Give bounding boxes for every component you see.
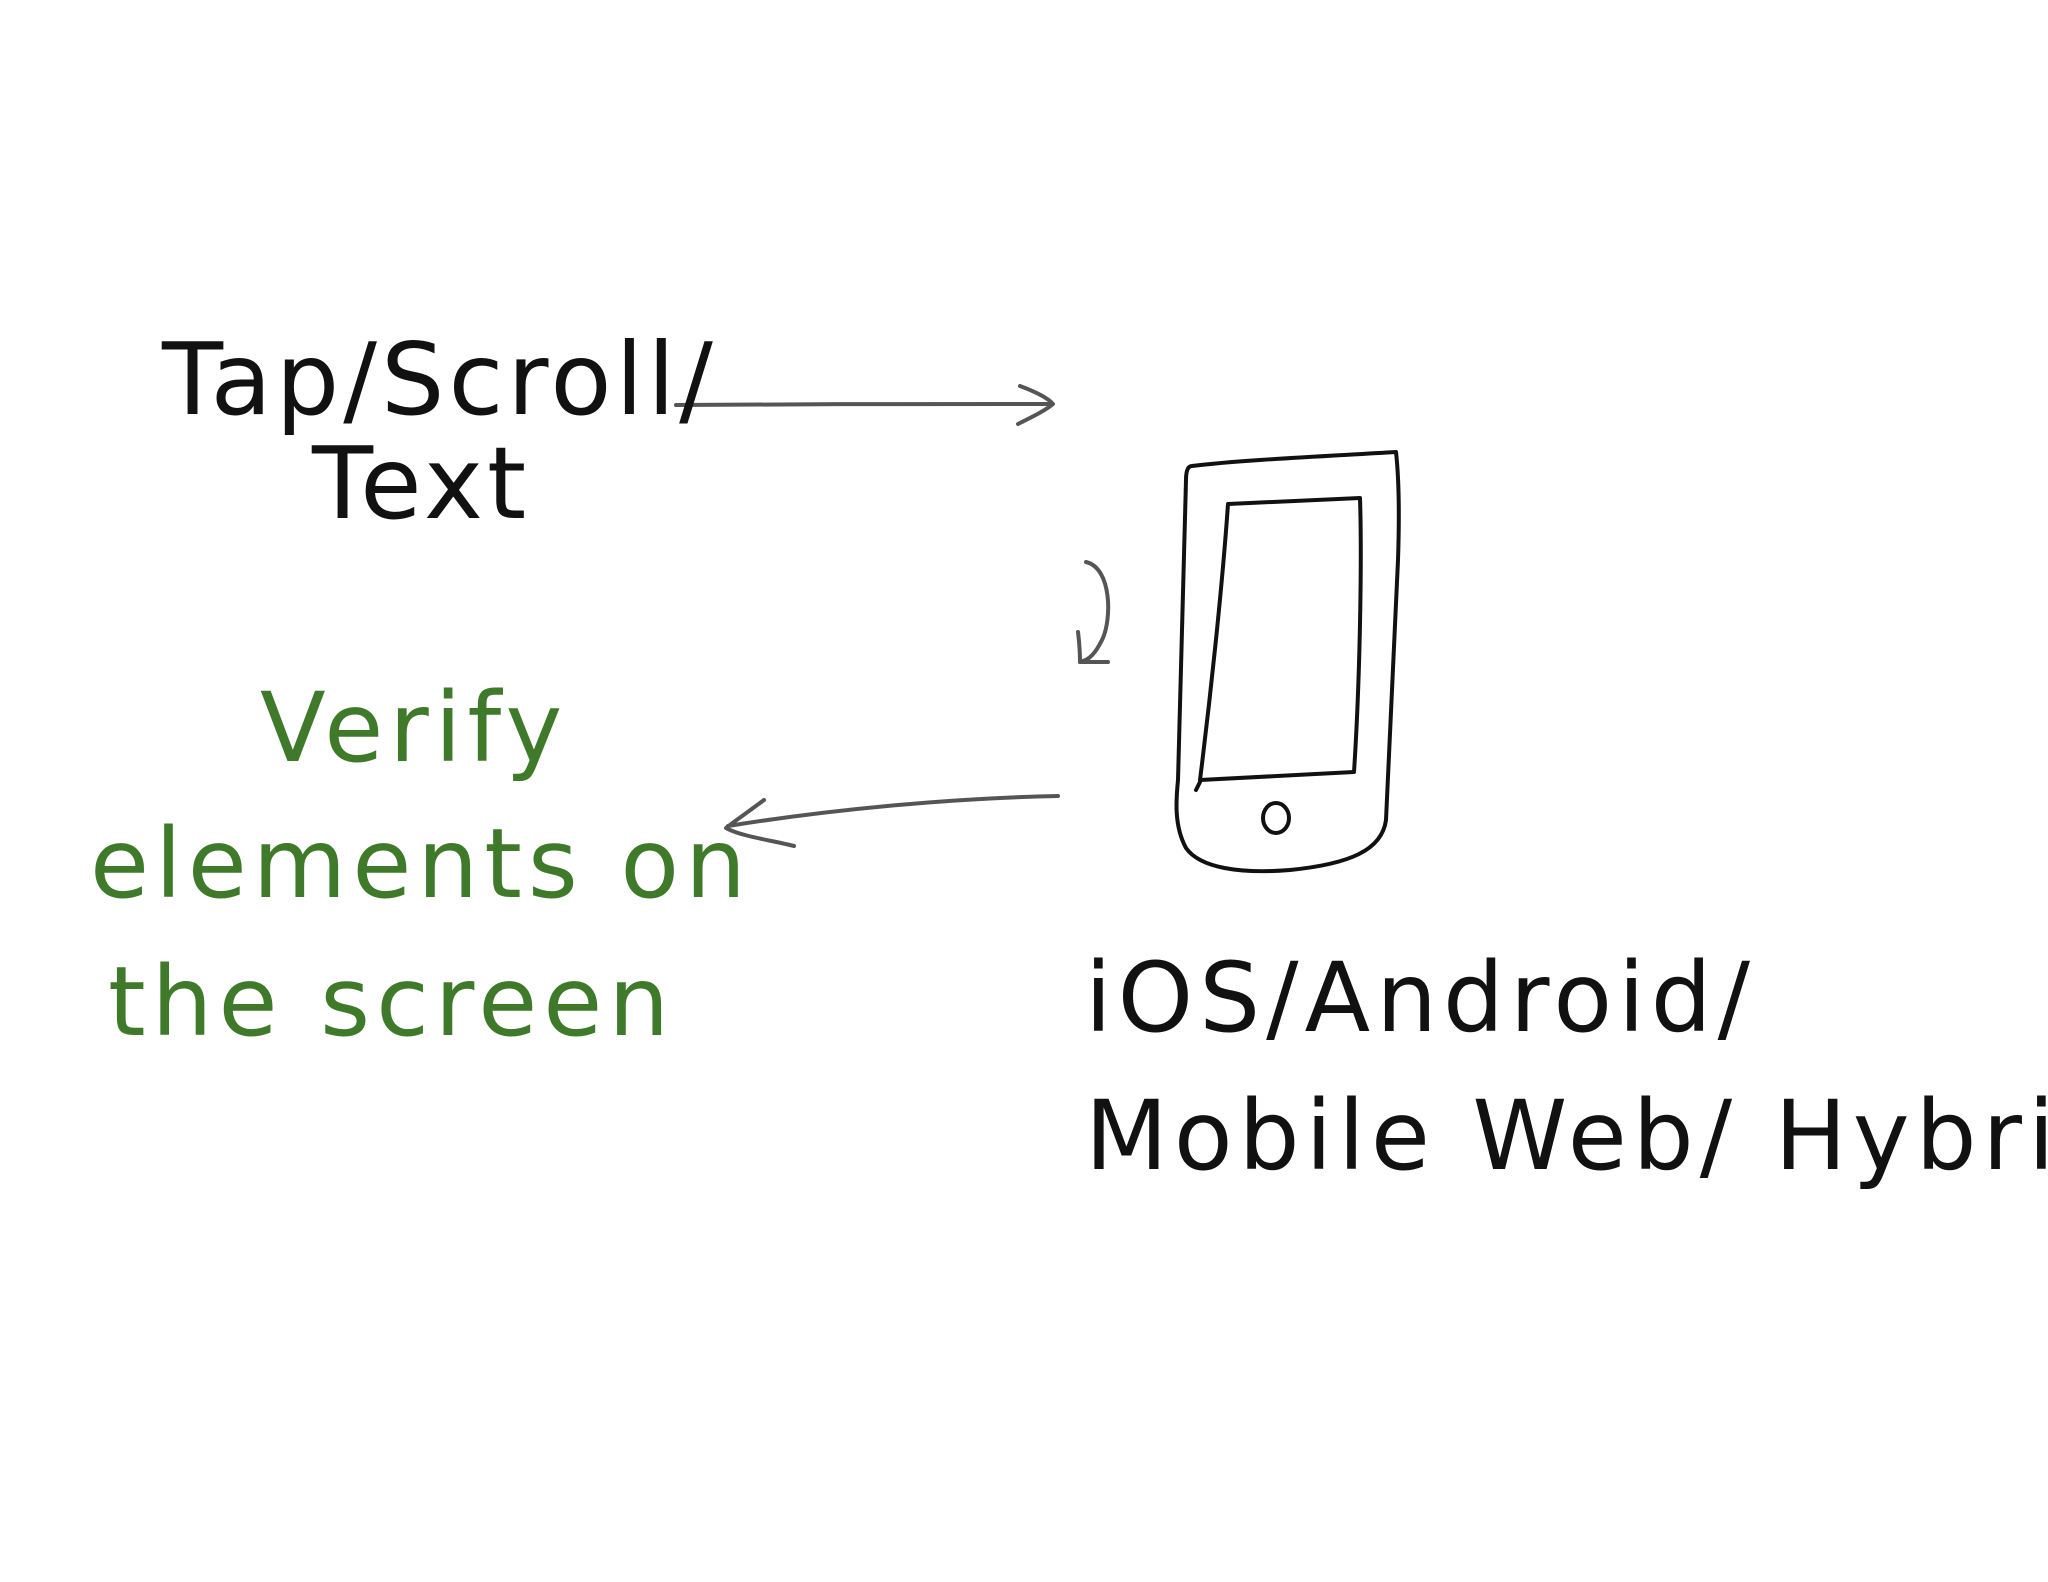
verify-label-line3: the screen: [108, 946, 676, 1058]
processing-arrow: [1076, 560, 1111, 664]
platform-label: iOS/Android/ Mobile Web/ Hybrid: [1085, 942, 2048, 1192]
arrow-to-verify: [724, 794, 1060, 848]
verify-label: Verify elements on the screen: [90, 672, 752, 1058]
action-label: Tap/Scroll/ Text: [162, 321, 717, 542]
mobile-phone-icon: [1174, 450, 1401, 874]
arrow-to-device: [674, 384, 1055, 426]
verify-label-line1: Verify: [260, 672, 569, 784]
action-label-line1: Tap/Scroll/: [162, 321, 717, 438]
action-label-line2: Text: [312, 425, 531, 542]
platform-label-line2: Mobile Web/ Hybrid: [1085, 1080, 2048, 1192]
verify-label-line2: elements on: [90, 808, 752, 920]
platform-label-line1: iOS/Android/: [1085, 942, 1757, 1054]
